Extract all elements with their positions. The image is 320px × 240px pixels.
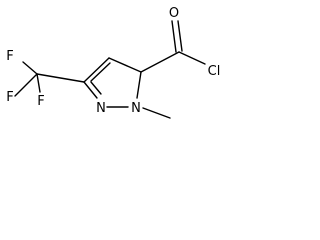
fluorine-label-2: F bbox=[6, 90, 13, 105]
bond-c5-n1 bbox=[136, 71, 142, 99]
bond-c4-c5 bbox=[108, 57, 142, 73]
oxygen-label: O bbox=[169, 6, 179, 21]
bond-carbonyl-o-a bbox=[171, 20, 177, 53]
bond-f3-cf3 bbox=[36, 73, 41, 93]
bond-f1-cf3 bbox=[22, 61, 38, 75]
bond-c5-carbonyl bbox=[140, 51, 180, 73]
bond-f2-cf3 bbox=[14, 73, 38, 97]
bond-c3-c4 bbox=[83, 57, 110, 83]
molecule-canvas: F F F N N O Cl bbox=[0, 0, 228, 140]
bond-n2-c3 bbox=[83, 81, 98, 99]
molecule-structure: F F F N N O Cl bbox=[6, 6, 221, 119]
chlorine-label: Cl bbox=[208, 64, 221, 79]
fluorine-label-1: F bbox=[6, 49, 13, 64]
fluorine-label-3: F bbox=[37, 94, 44, 109]
bond-c3-c4-inner bbox=[90, 62, 111, 82]
bond-carbonyl-cl bbox=[178, 51, 206, 65]
bond-n1-methyl bbox=[142, 107, 171, 119]
nitrogen-label-2: N bbox=[96, 101, 106, 116]
bond-cf3-c3 bbox=[36, 73, 85, 83]
bond-n2-c3-inner bbox=[90, 81, 102, 95]
bond-carbonyl-o-b bbox=[177, 20, 183, 52]
nitrogen-label-1: N bbox=[131, 101, 141, 116]
